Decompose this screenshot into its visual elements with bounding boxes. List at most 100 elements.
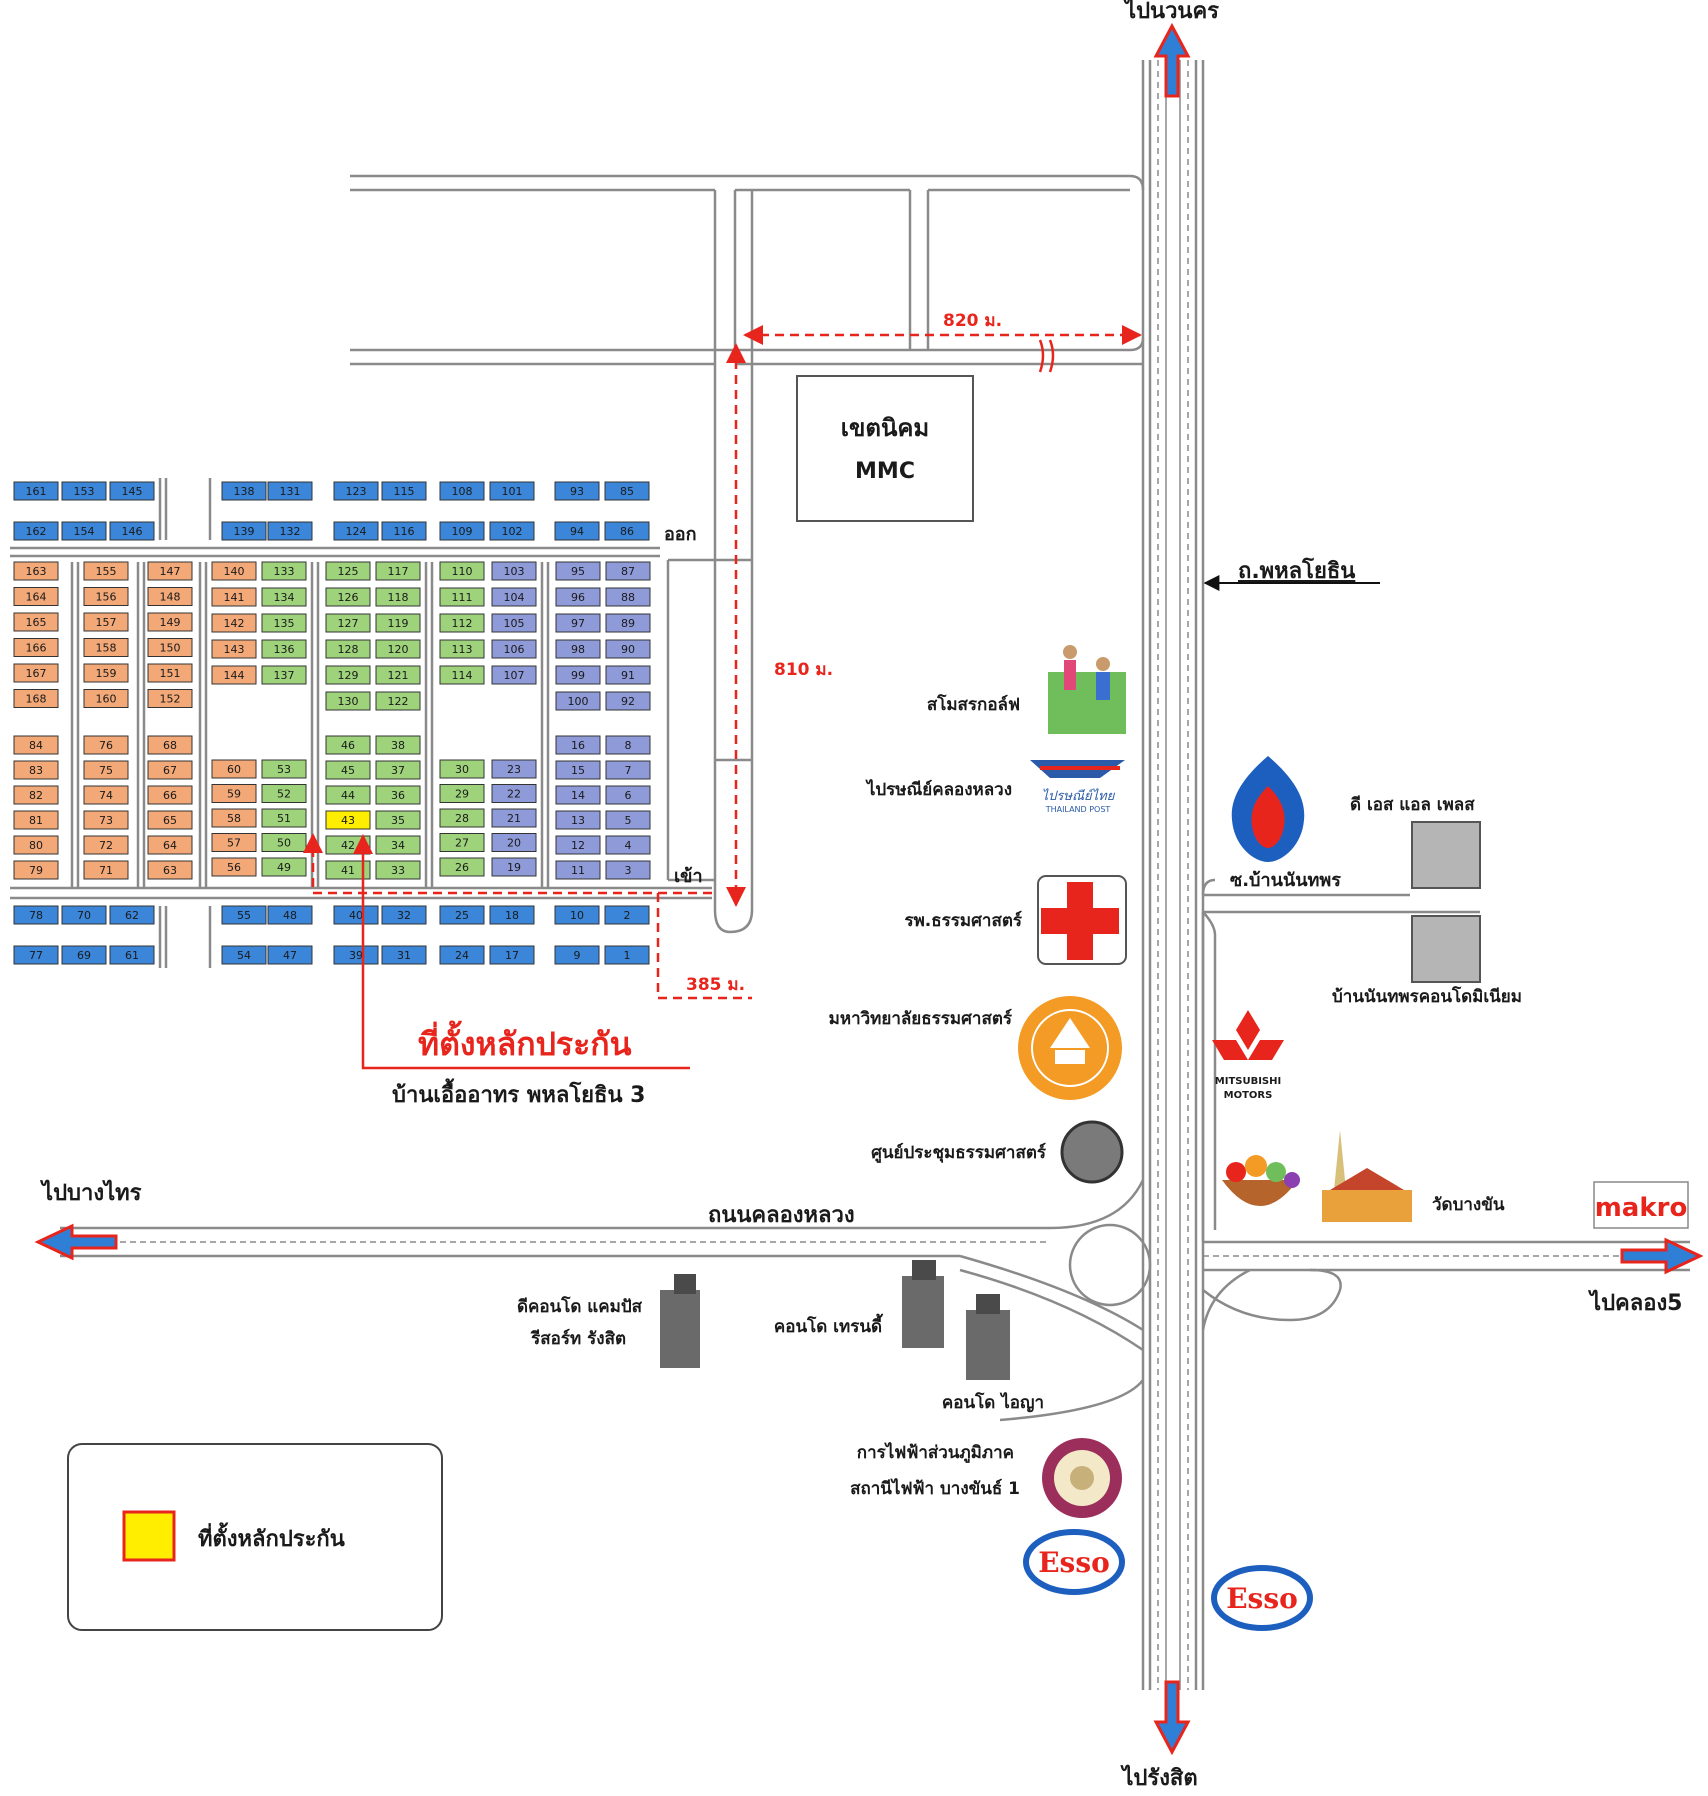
estate-entrance-label: เข้า [674,866,703,887]
plot-number: 159 [96,667,117,680]
plot-cell [261,561,307,581]
plot-number: 136 [274,643,295,656]
plot-number: 94 [570,525,584,538]
plot-number: 85 [620,485,634,498]
pea-label-2: สถานีไฟฟ้า บางขันธ์ 1 [850,1478,1020,1499]
plot-number: 34 [391,839,405,852]
plot-cell [267,905,313,925]
plot-cell [439,945,485,965]
plot-lot: 147 [147,561,193,581]
plot-lot: 146 [109,521,155,541]
plot-cell [605,810,651,830]
plot-cell [325,665,371,685]
plot-number: 167 [26,667,47,680]
plot-lot: 151 [147,663,193,683]
makro-logo-text: makro [1595,1193,1688,1223]
plot-lot: 48 [267,905,313,925]
dcondo-label-2: รีสอร์ท รังสิต [530,1328,626,1349]
condo-trendy-building-icon [902,1260,944,1348]
plot-cell [555,561,601,581]
plot-cell [333,521,379,541]
plot-lot: 83 [13,760,59,780]
plot-number: 10 [570,909,584,922]
plot-cell [267,521,313,541]
plot-lot: 110 [439,561,485,581]
plot-lot: 12 [555,835,601,855]
plot-number: 128 [338,643,359,656]
legend-swatch [122,1510,176,1562]
plot-lot: 98 [555,639,601,659]
plot-lot: 41 [325,860,371,880]
plot-cell [83,860,129,880]
plot-number: 106 [504,643,525,656]
road-phahonyothin-label: ถ.พหลโยธิน [1238,557,1355,584]
plot-lot: 94 [554,521,600,541]
plot-lot: 13 [555,810,601,830]
plot-cell [211,808,257,828]
plot-lot: 77 [13,945,59,965]
plot-cell [83,785,129,805]
plot-cell [83,735,129,755]
plot-lot: 96 [555,587,601,607]
estate-internal-roads [10,478,712,968]
plot-lot: 130 [325,691,371,711]
estate-access-road [713,190,754,934]
plot-lot: 103 [491,561,537,581]
plot-number: 86 [620,525,634,538]
plot-lot: 69 [61,945,107,965]
legend: ที่ตั้งหลักประกัน [67,1443,443,1631]
plot-lot: 11 [555,860,601,880]
plot-cell [555,691,601,711]
plot-number: 23 [507,763,521,776]
top-road-2 [350,337,1145,366]
plot-cell [554,481,600,501]
plot-lot: 161 [13,481,59,501]
plot-cell [325,735,371,755]
plot-number: 76 [99,739,113,752]
top-road-1 [350,174,1145,192]
plot-number: 164 [26,591,47,604]
plot-number: 43 [341,814,355,827]
plot-cell [439,905,485,925]
plot-cell [109,481,155,501]
plot-lot: 105 [491,613,537,633]
plot-cell [555,735,601,755]
mitsubishi-label-2: MOTORS [1224,1090,1273,1101]
plot-lot: 164 [13,587,59,606]
plot-cell [439,665,485,685]
plot-cell [211,587,257,607]
plot-cell [83,835,129,855]
plot-cell [13,860,59,880]
collateral-title: ที่ตั้งหลักประกัน [418,1020,632,1063]
plot-lot: 93 [554,481,600,501]
phahonyothin-highway [1141,60,1205,1690]
plot-number: 101 [502,485,523,498]
ban-nanthaphon-label: บ้านนันทพรคอนโดมิเนียม [1332,986,1522,1007]
mitsubishi-label-1: MITSUBISHI [1215,1076,1281,1087]
plot-cell [605,760,651,780]
collateral-pointer [353,834,690,1070]
plot-number: 147 [160,565,181,578]
plot-number: 110 [452,565,473,578]
plot-lot: 54 [221,945,267,965]
route-to-collateral [303,325,1142,1000]
plot-number: 65 [163,814,177,827]
plot-lot: 22 [491,784,537,803]
plot-number: 132 [280,525,301,538]
plot-lot: 150 [147,638,193,657]
plot-lot: 32 [381,905,427,925]
plot-number: 116 [394,525,415,538]
plot-number: 161 [26,485,47,498]
plot-number: 165 [26,616,47,629]
plot-lot: 127 [325,613,371,633]
plot-number: 2 [624,909,631,922]
plot-number: 27 [455,837,469,850]
plot-number: 58 [227,812,241,825]
plot-number: 121 [388,669,409,682]
plot-number: 103 [504,565,525,578]
ds-place-building [1411,821,1481,889]
plot-number: 102 [502,525,523,538]
plot-number: 22 [507,788,521,801]
plot-lot: 126 [325,587,371,607]
plot-number: 24 [455,949,469,962]
